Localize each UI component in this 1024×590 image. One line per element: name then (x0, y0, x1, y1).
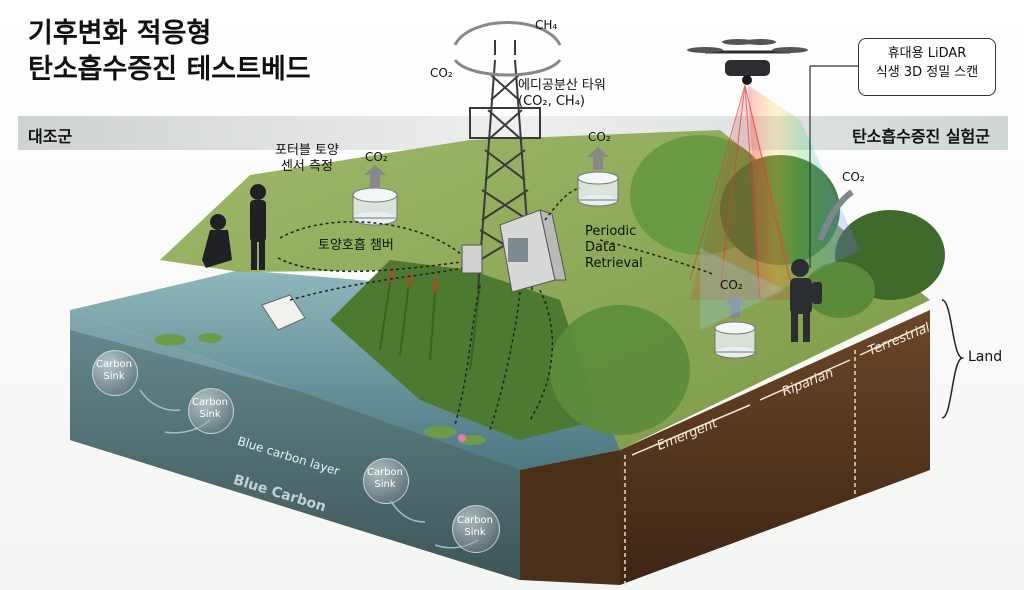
soil-sensor-label: 포터블 토양 센서 측정 (275, 143, 339, 174)
reed-stems (379, 269, 481, 371)
land-label: Land (968, 349, 1003, 365)
carbon-sink-label: Carbon Sink (366, 467, 404, 490)
carbon-sink-bubble (452, 505, 500, 553)
soil-respiration-chamber-riparian (714, 321, 756, 359)
sensor-box (461, 244, 483, 274)
forest-tree (805, 262, 875, 318)
field-notebook (261, 294, 306, 331)
co2-label-top-chamber: CO₂ (588, 130, 611, 144)
water-front-face (70, 310, 520, 580)
data-flow-arrows (277, 187, 716, 431)
zone-dividers (624, 350, 856, 585)
soil-chamber-label: 토양호흡 챔버 (318, 238, 394, 253)
riparian-shrubs (550, 305, 690, 435)
flux-arrow-arc (453, 21, 562, 46)
carbon-sink-label: Carbon Sink (456, 515, 494, 538)
carbon-sink-label: Carbon Sink (95, 359, 133, 382)
lidar-drone (687, 39, 808, 85)
lidar-beam-spectrum (748, 85, 860, 300)
zone-span-arrows (631, 324, 926, 456)
lily-pad (154, 334, 186, 346)
lidar-callout-text: 휴대용 LiDAR 식생 3D 정밀 스캔 (875, 46, 979, 80)
periodic-retrieval-label: Periodic Data Retrieval (585, 224, 643, 271)
lily-pad (198, 333, 222, 343)
soil-respiration-chamber-control (352, 187, 398, 226)
lidar-callout-box (858, 38, 996, 96)
soil-respiration-chamber-top (577, 171, 619, 207)
ch4-label: CH₄ (535, 18, 558, 32)
land-bracket (941, 299, 965, 419)
diagram-title: 기후변화 적응형 탄소흡수증진 테스트베드 (28, 18, 311, 85)
co2-label-control-chamber: CO₂ (365, 150, 388, 164)
lotus-flower (458, 434, 466, 442)
treatment-group-label: 탄소흡수증진 실험군 (851, 127, 990, 146)
lidar-laser-lines (689, 84, 791, 301)
flux-arrow-arc (453, 58, 562, 77)
co2-label-forest: CO₂ (842, 170, 865, 184)
data-logger-box (499, 209, 567, 293)
forest-co2-arrow (817, 189, 854, 242)
emergent-vegetation (330, 260, 600, 440)
carbon-sink-bubble (363, 458, 409, 504)
co2-label-riparian-chamber: CO₂ (720, 278, 743, 292)
lily-pad (424, 426, 456, 438)
control-group-label: 대조군 (28, 127, 73, 146)
co2-label-tower: CO₂ (430, 66, 453, 80)
land-soil-section (620, 310, 930, 585)
eddy-tower-label: 에디공분산 타워 (CO₂, CH₄) (518, 78, 606, 109)
carbon-sink-label: Carbon Sink (191, 397, 229, 420)
lidar-operator (790, 259, 822, 342)
handheld-lidar-beam (700, 248, 785, 330)
co2-flux-arrows (364, 147, 746, 318)
carbon-sink-bubble (92, 350, 138, 396)
carbon-sink-bubble (188, 388, 234, 434)
field-researchers (202, 184, 266, 270)
